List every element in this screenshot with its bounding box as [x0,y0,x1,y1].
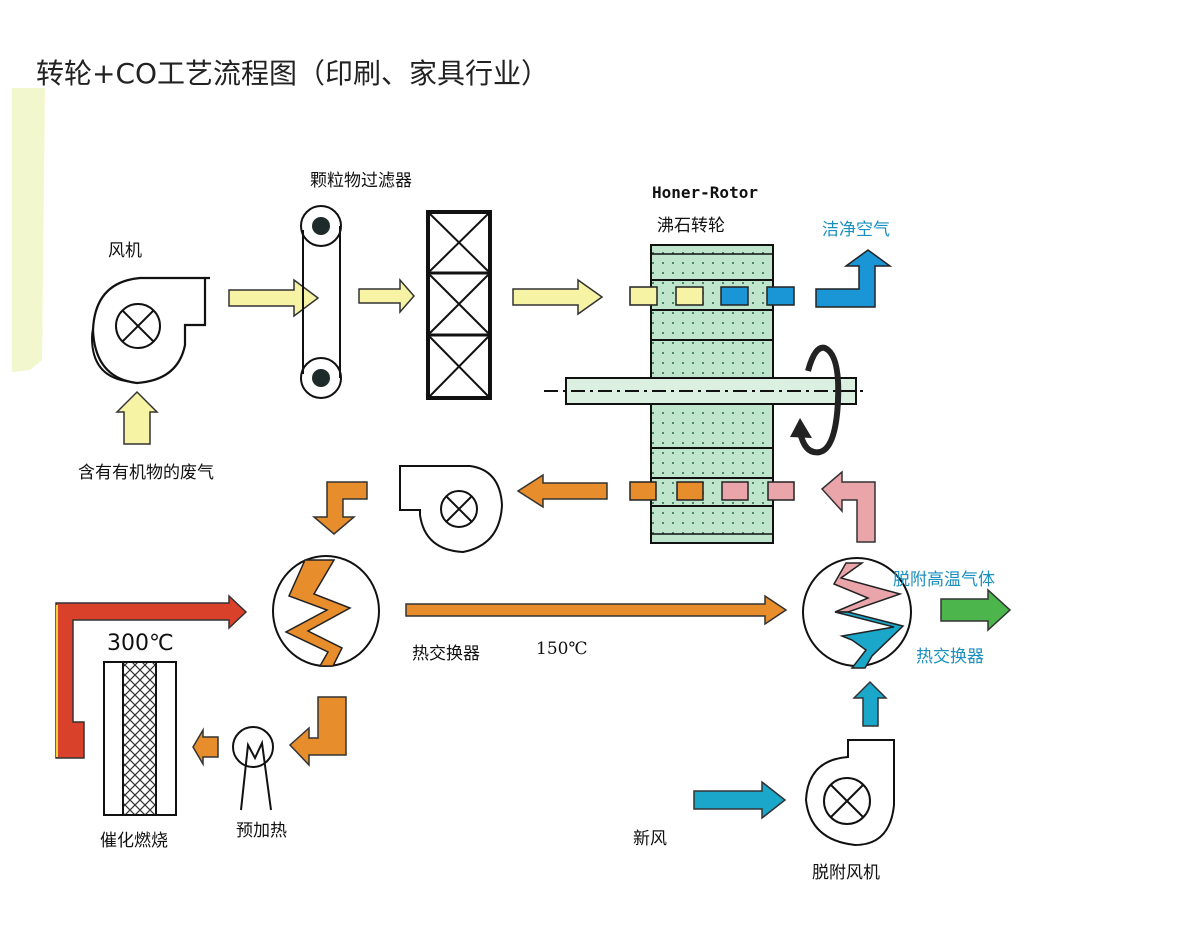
flow-block-yellow [675,286,704,306]
flow-block-blue [720,286,749,306]
fresh-air-label: 新风 [633,829,667,849]
zeolite-rotor [544,244,866,544]
flow-arrow-teal-up [852,680,888,727]
preheater-icon [232,726,274,811]
clean-air-label: 洁净空气 [822,220,890,240]
flow-arrow-orange-long [405,594,788,626]
temperature-150-label: 150℃ [536,639,588,659]
page-title: 转轮+CO工艺流程图（印刷、家具行业） [36,57,550,90]
flow-block-pink [767,481,795,501]
desorption-gas-arrow [820,470,876,543]
flow-arrow-orange-return [288,696,347,767]
flow-block-orange [629,481,657,501]
rotation-arrow-icon [790,344,842,456]
flow-arrow-yellow-3 [512,278,604,316]
particle-filter-icon [426,210,492,400]
rotor-english-label: Honer-Rotor [652,183,758,202]
catalytic-reactor-icon [103,661,177,816]
hot-gas-arrow-red [55,594,248,759]
fan-label: 风机 [108,241,142,261]
heat-exchanger-label: 热交换器 [412,644,480,664]
clean-air-arrow [815,249,893,308]
fresh-air-arrow [693,780,787,820]
fan-icon [399,465,504,554]
catalytic-combustion-label: 催化燃烧 [100,831,168,851]
flow-block-pink [721,481,749,501]
desorption-fan-icon [804,739,895,847]
fan-icon [90,276,210,385]
flow-arrow-orange-down [311,481,368,535]
preheat-label: 预加热 [236,821,287,841]
flow-block-blue [766,286,795,306]
background-strip [12,88,45,372]
flow-arrow-orange-left [516,473,608,509]
heat-exchanger-icon [802,557,912,669]
temperature-300-label: 300℃ [107,631,174,656]
particle-filter-label: 颗粒物过滤器 [310,171,412,191]
output-arrow-green [940,588,1012,632]
rotor-label: 沸石转轮 [657,216,725,236]
flow-arrow-yellow-1 [228,278,320,318]
flow-block-yellow [629,286,658,306]
flow-block-orange [676,481,704,501]
flow-arrow-yellow-2 [358,278,415,314]
desorption-fan-label: 脱附风机 [812,863,880,883]
desorption-hot-gas-label: 脱附高温气体 [893,570,995,590]
roll-filter-icon [300,205,342,399]
heat-exchanger-right-label: 热交换器 [916,647,984,667]
flow-arrow-orange-small [192,727,219,767]
heat-exchanger-icon [272,555,380,667]
waste-gas-inlet-arrow [115,390,159,445]
waste-gas-label: 含有有机物的废气 [78,463,214,483]
